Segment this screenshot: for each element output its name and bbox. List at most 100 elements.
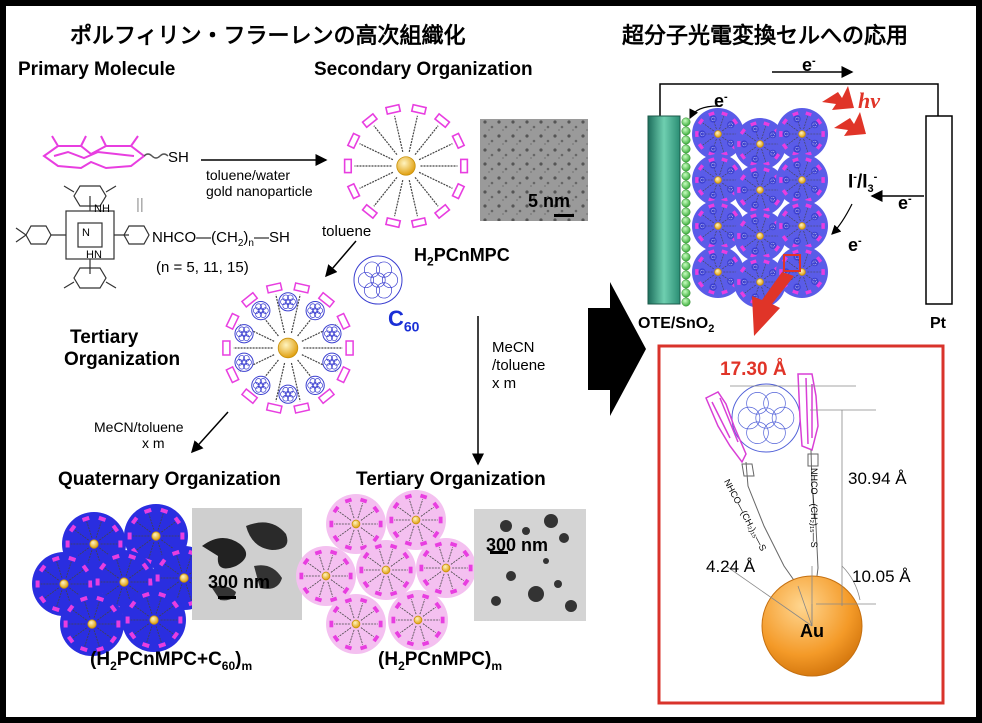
fullerene-icon bbox=[770, 132, 776, 138]
fullerene-icon bbox=[728, 260, 734, 266]
scale-bar-5nm bbox=[554, 214, 574, 217]
electron-lower-label: e- bbox=[848, 236, 862, 254]
sensitizer-sphere bbox=[682, 136, 690, 144]
sensitizer-sphere bbox=[682, 244, 690, 252]
fullerene-icon bbox=[279, 293, 297, 311]
tertiary-cluster bbox=[223, 283, 353, 413]
fullerene-icon bbox=[710, 116, 716, 122]
gold-core bbox=[180, 574, 188, 582]
fullerene-icon bbox=[279, 385, 297, 403]
fullerene-icon bbox=[794, 192, 800, 198]
fullerene-icon bbox=[812, 260, 818, 266]
fullerene-icon bbox=[770, 242, 776, 248]
gold-core bbox=[757, 141, 764, 148]
gold-core bbox=[412, 516, 420, 524]
fullerene-icon bbox=[252, 376, 270, 394]
sensitizer-sphere bbox=[682, 199, 690, 207]
fullerene-icon bbox=[794, 116, 800, 122]
sensitizer-sphere bbox=[682, 217, 690, 225]
tertiary-right-cluster-5 bbox=[326, 594, 386, 654]
fullerene-icon bbox=[794, 238, 800, 244]
fullerene-icon bbox=[770, 150, 776, 156]
scale-bar-300nm-left bbox=[218, 596, 236, 599]
distance-10-label: 10.05 Å bbox=[852, 568, 911, 585]
fullerene-icon bbox=[306, 376, 324, 394]
distance-4-label: 4.24 Å bbox=[706, 558, 755, 575]
fullerene-icon bbox=[306, 302, 324, 320]
fullerene-icon bbox=[235, 353, 253, 371]
pt-label: Pt bbox=[930, 316, 946, 332]
gold-core bbox=[799, 177, 806, 184]
gold-core bbox=[278, 338, 298, 358]
fullerene-icon bbox=[752, 156, 758, 162]
arrow1-label-1: toluene/water bbox=[206, 168, 290, 182]
detail-c60-icon bbox=[732, 384, 800, 452]
sensitizer-sphere bbox=[682, 145, 690, 153]
fullerene-icon bbox=[710, 284, 716, 290]
cell-cluster bbox=[776, 154, 828, 206]
gold-core bbox=[88, 620, 96, 628]
arrow-to-quaternary bbox=[192, 412, 228, 452]
fullerene-icon bbox=[741, 187, 747, 193]
mecn-left-label-1: MeCN/toluene bbox=[94, 420, 184, 434]
cell-cluster bbox=[776, 108, 828, 160]
left-title: ポルフィリン・フラーレンの高次組織化 bbox=[70, 26, 466, 48]
thiol-sh-label: SH bbox=[168, 150, 189, 165]
fullerene-icon bbox=[728, 214, 734, 220]
arrow-to-tertiary bbox=[326, 241, 356, 276]
formula-left: (H2PCnMPC+C60)m bbox=[90, 650, 252, 672]
gold-core bbox=[414, 616, 422, 624]
ote-electrode bbox=[648, 116, 680, 304]
c60-icon bbox=[354, 256, 402, 304]
fullerene-icon bbox=[783, 223, 789, 229]
fullerene-icon bbox=[741, 233, 747, 239]
fullerene-icon bbox=[812, 140, 818, 146]
n-values-label: (n = 5, 11, 15) bbox=[156, 260, 249, 275]
scale-label-300nm-right: 300 nm bbox=[486, 536, 548, 554]
arrow1-label-2: gold nanoparticle bbox=[206, 184, 313, 198]
fullerene-icon bbox=[812, 278, 818, 284]
tertiary-right-aggregate bbox=[296, 490, 476, 654]
gold-core bbox=[397, 157, 415, 175]
fullerene-icon bbox=[770, 270, 776, 276]
figure-panel: ポルフィリン・フラーレンの高次組織化 超分子光電変換セルへの応用 Primary… bbox=[6, 6, 976, 717]
fullerene-icon bbox=[752, 172, 758, 178]
sensitizer-sphere bbox=[682, 235, 690, 243]
electron-arrow-lower bbox=[832, 204, 852, 234]
quaternary-cluster-6 bbox=[122, 588, 186, 652]
toluene-label: toluene bbox=[322, 224, 371, 239]
quaternary-cluster-5 bbox=[60, 592, 124, 656]
gold-core bbox=[382, 566, 390, 574]
fullerene-icon bbox=[728, 278, 734, 284]
sensitizer-sphere bbox=[682, 181, 690, 189]
fullerene-icon bbox=[252, 302, 270, 320]
sensitizer-sphere bbox=[682, 262, 690, 270]
fullerene-icon bbox=[728, 122, 734, 128]
sensitizer-sphere bbox=[682, 127, 690, 135]
h2pcnmpc-label: H2PCnMPC bbox=[414, 246, 510, 268]
mecn-right-label-2: /toluene bbox=[492, 358, 545, 373]
detail-fullerene-icon bbox=[732, 384, 800, 452]
gold-core bbox=[715, 131, 722, 138]
formula-right: (H2PCnMPC)m bbox=[378, 650, 502, 672]
right-title: 超分子光電変換セルへの応用 bbox=[622, 26, 908, 48]
gold-core bbox=[715, 177, 722, 184]
hn-label: HN bbox=[86, 250, 102, 261]
gold-core bbox=[799, 223, 806, 230]
fullerene-icon bbox=[794, 284, 800, 290]
cell-cluster-array bbox=[692, 108, 828, 308]
gold-core bbox=[352, 520, 360, 528]
sensitizer-sphere bbox=[682, 289, 690, 297]
ote-sno2-label: OTE/SnO2 bbox=[638, 316, 714, 335]
fullerene-icon bbox=[741, 141, 747, 147]
mecn-right-label-3: x m bbox=[492, 376, 516, 391]
fullerene-icon bbox=[699, 177, 705, 183]
pt-electrode bbox=[926, 116, 952, 304]
fullerene-icon bbox=[783, 131, 789, 137]
fullerene-icon bbox=[728, 232, 734, 238]
fullerene-icon bbox=[752, 264, 758, 270]
fullerene-icon bbox=[752, 126, 758, 132]
fullerene-icon bbox=[710, 162, 716, 168]
quaternary-label: Quaternary Organization bbox=[58, 470, 281, 489]
fullerene-icon bbox=[728, 168, 734, 174]
